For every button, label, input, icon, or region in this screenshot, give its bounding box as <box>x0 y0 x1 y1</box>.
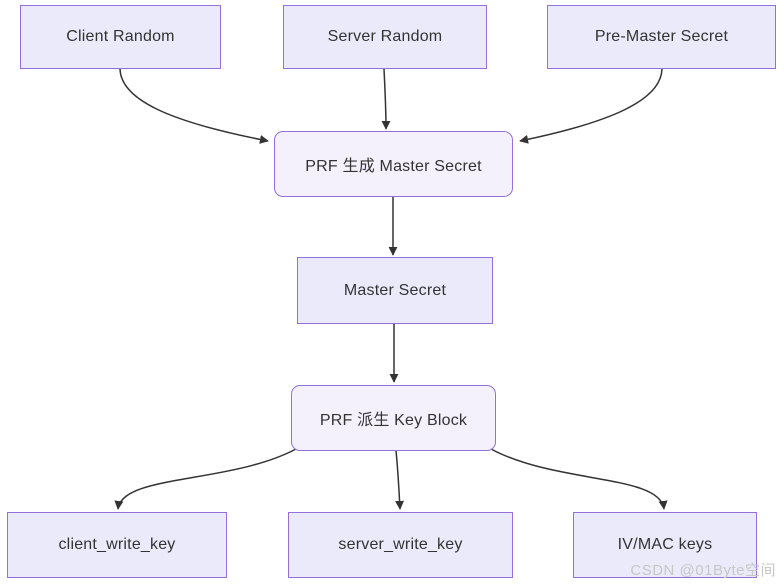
node-server-write-key-label: server_write_key <box>338 536 463 553</box>
node-master-secret-label: Master Secret <box>343 281 447 299</box>
edge-prf-derive-to-server-write-key <box>395 450 405 510</box>
edge-client-random-to-prf <box>119 68 269 144</box>
node-client-random: Client Random <box>20 5 221 69</box>
node-client-write-key-label: client_write_key <box>58 536 176 553</box>
node-master-secret: Master Secret <box>297 257 493 324</box>
node-server-write-key: server_write_key <box>288 512 513 578</box>
node-prf-derive-key-block: PRF 派生 Key Block <box>291 385 496 451</box>
node-server-random: Server Random <box>283 5 487 69</box>
edge-prf-derive-to-client-write-key <box>114 448 297 510</box>
node-iv-mac-keys-label: IV/MAC keys <box>617 536 713 553</box>
node-pre-master-secret: Pre-Master Secret <box>547 5 776 69</box>
node-prf-gen-master: PRF 生成 Master Secret <box>274 131 513 197</box>
edge-prf-derive-to-iv-mac-keys <box>490 448 668 510</box>
edge-server-random-to-prf <box>381 68 391 130</box>
edge-pre-master-to-prf <box>519 68 663 144</box>
node-iv-mac-keys: IV/MAC keys <box>573 512 757 578</box>
node-server-random-label: Server Random <box>327 28 443 45</box>
node-prf-derive-key-block-label: PRF 派生 Key Block <box>319 412 468 429</box>
node-pre-master-secret-label: Pre-Master Secret <box>594 28 729 45</box>
watermark: CSDN @01Byte空间 <box>630 562 776 579</box>
node-client-write-key: client_write_key <box>7 512 227 578</box>
node-client-random-label: Client Random <box>66 28 175 45</box>
node-prf-gen-master-label: PRF 生成 Master Secret <box>305 158 482 175</box>
